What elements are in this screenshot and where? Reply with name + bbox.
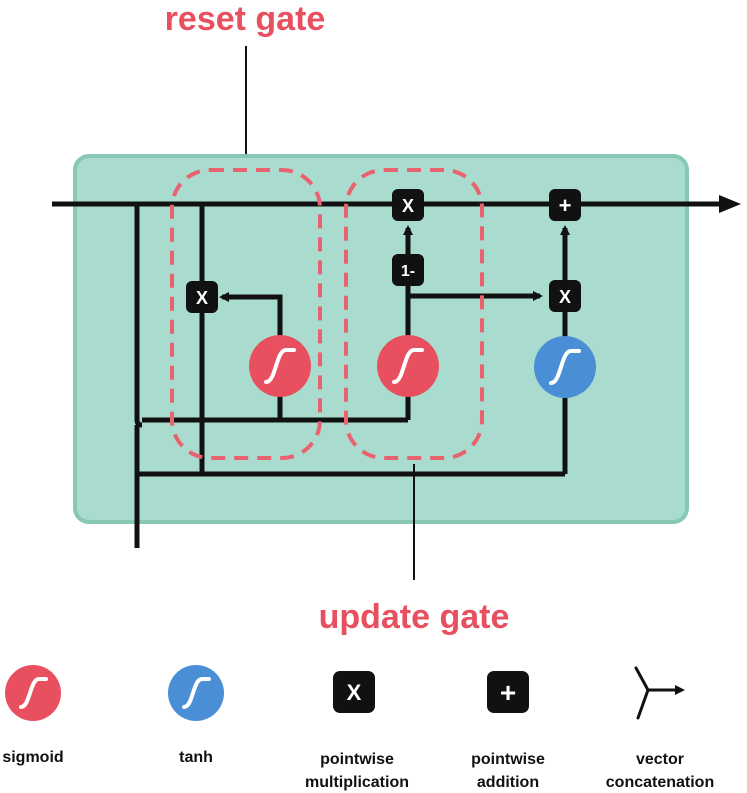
- svg-text:+: +: [500, 677, 516, 708]
- legend-add-label-line1: pointwise: [471, 751, 545, 768]
- reset-sigmoid-icon: [249, 335, 311, 397]
- legend-multiply-label-line1: pointwise: [320, 751, 394, 768]
- reset-gate-label: reset gate: [165, 0, 326, 38]
- legend-add-label-line2: addition: [477, 774, 539, 791]
- gru-cell-box: [73, 154, 689, 524]
- legend-concatenation-icon: [634, 666, 685, 720]
- svg-text:X: X: [347, 680, 362, 705]
- svg-text:X: X: [402, 196, 414, 216]
- candidate-tanh-icon: [534, 336, 596, 398]
- legend-concatenation-label-line2: concatenation: [606, 774, 714, 791]
- legend-multiply-icon: X: [333, 671, 375, 713]
- update-gate-outline: [344, 168, 484, 460]
- legend-multiply-label-line2: multiplication: [305, 774, 409, 791]
- svg-text:X: X: [196, 288, 208, 308]
- reset-sigmoid-to-mult: [219, 292, 283, 338]
- legend-add-icon: +: [487, 671, 529, 713]
- update-sigmoid-icon: [377, 335, 439, 397]
- legend-sigmoid-icon: [5, 665, 61, 721]
- legend-tanh-label: tanh: [179, 749, 213, 766]
- svg-text:+: +: [559, 193, 572, 218]
- legend: sigmoid tanh X pointwise multiplication …: [2, 665, 714, 791]
- svg-text:X: X: [559, 287, 571, 307]
- legend-tanh-icon: [168, 665, 224, 721]
- one-minus-op: 1-: [392, 254, 424, 286]
- legend-sigmoid-label: sigmoid: [2, 749, 63, 766]
- reset-gate-outline: [170, 168, 322, 460]
- reset-multiply-op: X: [186, 281, 218, 313]
- svg-text:1-: 1-: [401, 263, 415, 280]
- legend-concatenation-label-line1: vector: [636, 751, 684, 768]
- right-multiply-op: X: [549, 280, 581, 312]
- add-op: +: [549, 189, 581, 221]
- top-multiply-op: X: [392, 189, 424, 221]
- concat-branch: [134, 204, 143, 428]
- update-gate-label: update gate: [319, 598, 510, 636]
